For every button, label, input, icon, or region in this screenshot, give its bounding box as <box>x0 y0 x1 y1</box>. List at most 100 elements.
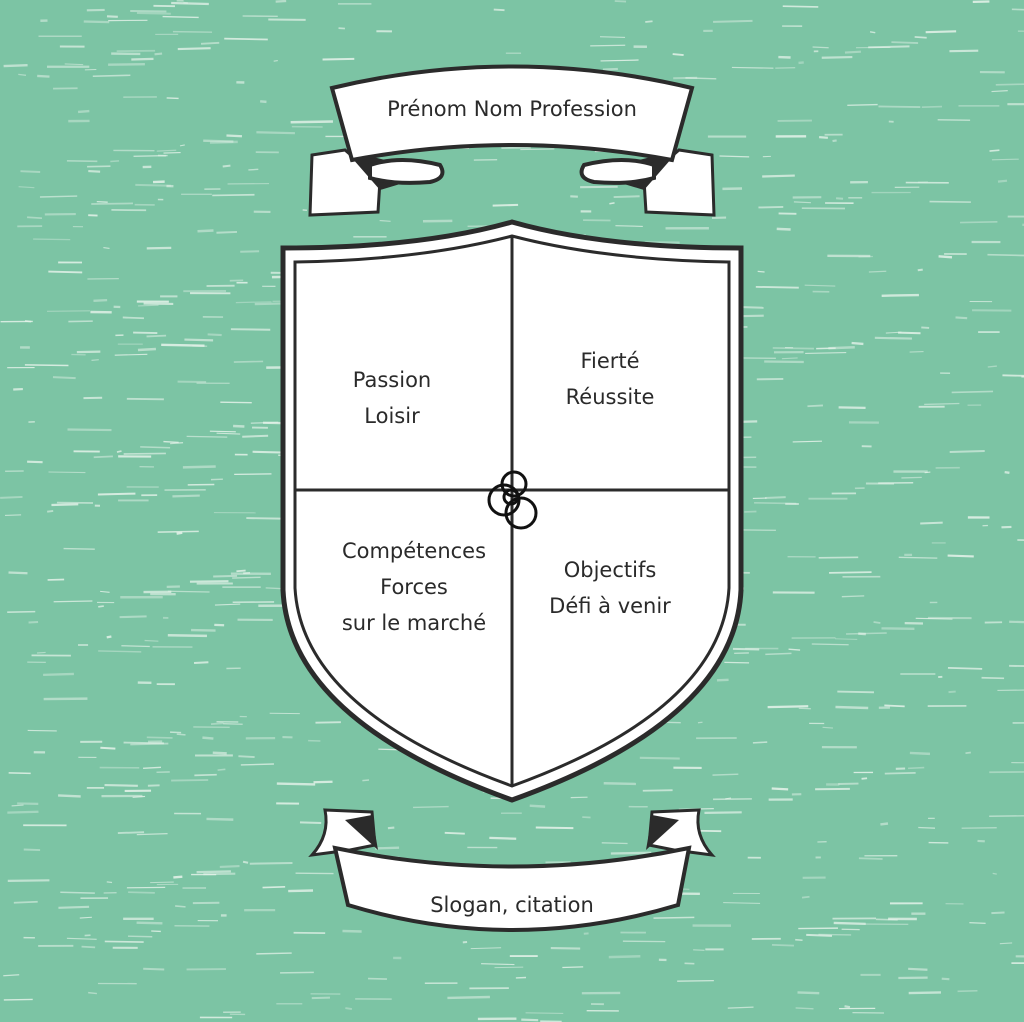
texture-scratch <box>788 648 801 651</box>
texture-scratch <box>79 916 92 919</box>
texture-scratch <box>51 503 79 507</box>
texture-scratch <box>114 353 148 356</box>
texture-scratch <box>58 794 81 798</box>
texture-scratch <box>63 547 95 550</box>
texture-scratch <box>256 131 295 135</box>
texture-scratch <box>818 556 859 559</box>
texture-scratch <box>212 193 255 197</box>
texture-scratch <box>639 756 680 760</box>
texture-scratch <box>880 822 889 826</box>
texture-scratch <box>184 338 214 342</box>
texture-scratch <box>804 284 836 287</box>
texture-scratch <box>248 168 259 171</box>
texture-scratch <box>66 937 97 940</box>
texture-scratch <box>965 751 971 755</box>
texture-scratch <box>136 921 163 925</box>
texture-scratch <box>949 450 985 453</box>
texture-scratch <box>908 991 942 995</box>
texture-scratch <box>11 804 24 807</box>
texture-scratch <box>884 772 916 775</box>
texture-scratch <box>712 773 739 776</box>
texture-scratch <box>233 360 264 363</box>
texture-scratch <box>807 404 823 408</box>
texture-scratch <box>955 316 968 320</box>
texture-scratch <box>925 30 957 34</box>
texture-scratch <box>262 886 286 889</box>
texture-scratch <box>52 376 76 380</box>
texture-scratch <box>693 949 705 951</box>
texture-scratch <box>1017 539 1024 541</box>
texture-scratch <box>868 270 887 273</box>
texture-scratch <box>1009 620 1024 624</box>
texture-scratch <box>176 531 183 535</box>
quadrant-top-right-line-1: Fierté <box>580 349 639 373</box>
texture-scratch <box>731 66 774 69</box>
texture-scratch <box>795 1007 814 1010</box>
texture-scratch <box>600 59 639 62</box>
texture-scratch <box>106 635 112 639</box>
texture-scratch <box>67 428 112 432</box>
texture-scratch <box>969 922 986 924</box>
texture-scratch <box>829 571 872 574</box>
texture-scratch <box>18 186 35 189</box>
texture-scratch <box>172 494 200 498</box>
texture-scratch <box>224 37 268 41</box>
texture-scratch <box>909 351 924 353</box>
texture-scratch <box>209 140 238 144</box>
texture-scratch <box>7 810 39 814</box>
texture-scratch <box>492 203 519 207</box>
texture-scratch <box>108 62 145 66</box>
texture-scratch <box>48 270 83 274</box>
texture-scratch <box>132 795 146 798</box>
texture-scratch <box>260 100 267 104</box>
texture-scratch <box>88 991 97 995</box>
texture-scratch <box>947 667 983 670</box>
texture-scratch <box>7 610 36 613</box>
texture-scratch <box>217 768 226 771</box>
texture-scratch <box>252 450 282 454</box>
texture-scratch <box>603 782 636 786</box>
texture-scratch <box>216 432 241 435</box>
texture-scratch <box>999 942 1013 945</box>
texture-scratch <box>844 50 861 54</box>
texture-scratch <box>672 53 684 56</box>
texture-scratch <box>93 298 108 303</box>
texture-scratch <box>37 74 50 78</box>
texture-scratch <box>91 202 133 205</box>
texture-scratch <box>614 0 627 3</box>
texture-scratch <box>77 109 90 114</box>
texture-scratch <box>378 748 400 751</box>
texture-scratch <box>444 831 465 835</box>
texture-scratch <box>704 811 742 814</box>
texture-scratch <box>123 741 164 745</box>
texture-scratch <box>58 905 90 909</box>
texture-scratch <box>66 159 98 163</box>
texture-scratch <box>104 783 138 787</box>
texture-scratch <box>997 179 1008 183</box>
texture-scratch <box>873 621 881 624</box>
texture-scratch <box>135 183 171 187</box>
texture-scratch <box>697 721 703 724</box>
texture-scratch <box>806 933 833 937</box>
texture-scratch <box>776 227 791 231</box>
texture-scratch <box>81 945 96 949</box>
texture-scratch <box>100 746 116 750</box>
texture-scratch <box>136 832 168 836</box>
texture-scratch <box>898 556 938 559</box>
texture-scratch <box>3 998 33 1001</box>
texture-scratch <box>992 872 997 875</box>
texture-scratch <box>103 247 110 249</box>
texture-scratch <box>960 220 998 224</box>
texture-scratch <box>143 766 162 769</box>
texture-scratch <box>162 15 199 19</box>
bottom-banner: Slogan, citation <box>308 808 716 932</box>
texture-scratch <box>521 1018 539 1022</box>
texture-scratch <box>116 450 122 453</box>
texture-scratch <box>24 364 69 367</box>
texture-scratch <box>822 726 834 729</box>
texture-scratch <box>311 996 331 1000</box>
texture-scratch <box>234 473 272 476</box>
texture-scratch <box>535 826 574 830</box>
texture-scratch <box>529 804 546 808</box>
texture-scratch <box>345 1007 353 1010</box>
